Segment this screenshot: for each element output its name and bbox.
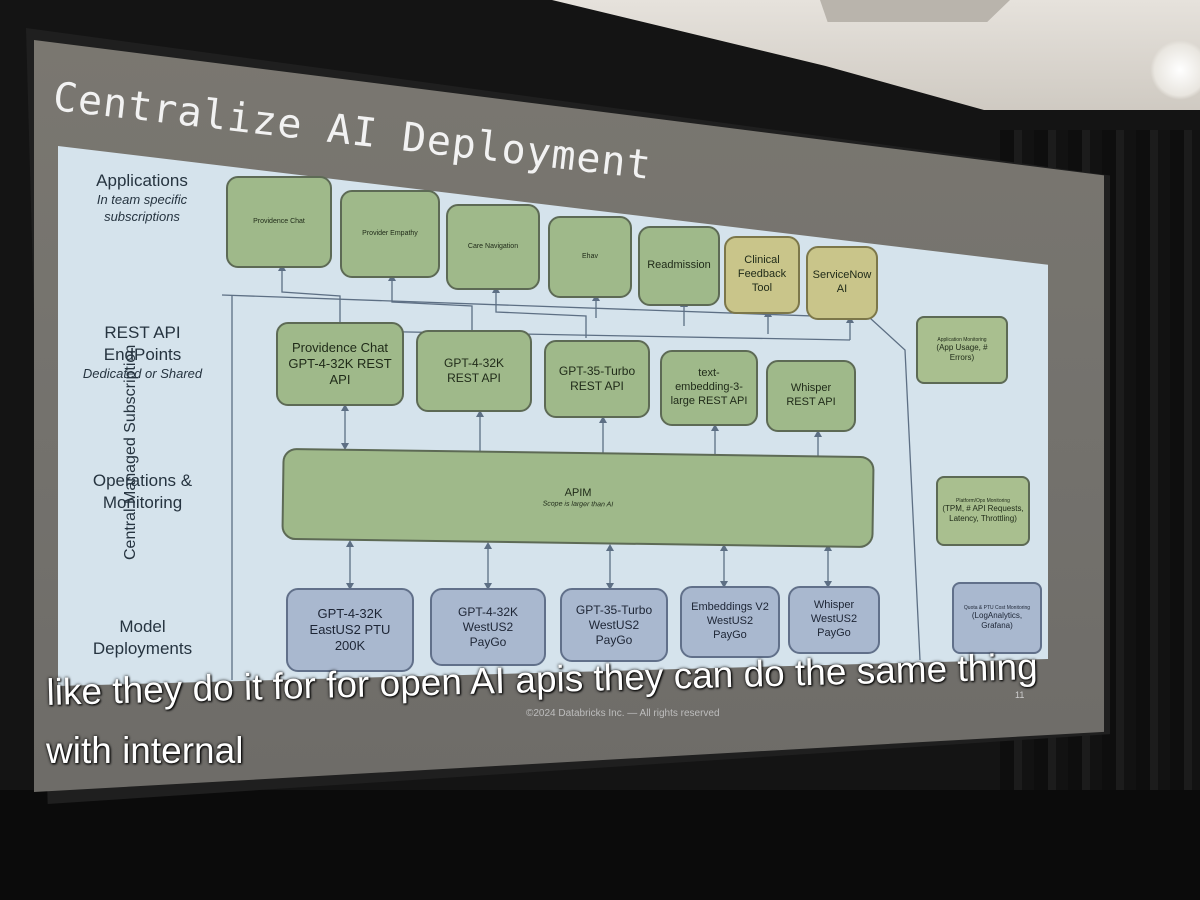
arrowhead	[346, 540, 354, 547]
arrowhead	[814, 430, 822, 437]
caption-line-2: with internal	[46, 730, 244, 771]
arrowhead	[484, 583, 492, 590]
row-subtitle-rest: Dedicated or Shared	[82, 366, 203, 382]
arrowhead	[341, 404, 349, 411]
app-label: Clinical Feedback Tool	[737, 254, 787, 294]
row-title-ops: Operations & Monitoring	[92, 471, 193, 513]
endpoint-label: GPT-35-Turbo REST API	[558, 364, 636, 393]
app-box-clinical-feedback-tool: Clinical Feedback Tool	[724, 236, 800, 314]
endpoint-providence-chat: Providence Chat GPT-4-32K REST API	[276, 322, 404, 406]
app-label: Providence Chat	[253, 217, 305, 225]
app-box-care-navigation: Care Navigation	[446, 204, 540, 290]
apim-title: APIM	[564, 486, 592, 499]
wire-app-2	[391, 278, 473, 330]
monitor-quota-cost: Quota & PTU Cost Monitoring (LogAnalytic…	[952, 582, 1042, 654]
ceiling-vent	[820, 0, 1010, 22]
monitor-detail: (LogAnalytics, Grafana)	[971, 611, 1023, 631]
row-subtitle-applications: In team specific subscriptions	[96, 192, 188, 224]
arrowhead	[484, 542, 492, 549]
arrowhead	[720, 544, 728, 551]
apim-box: APIM Scope is larger than AI	[281, 447, 875, 549]
arrowhead	[711, 424, 719, 431]
row-title-applications: Applications	[96, 171, 188, 190]
endpoint-gpt4-32k: GPT-4-32K REST API	[416, 330, 532, 412]
model-whisper-westus2: Whisper WestUS2 PayGo	[788, 586, 880, 654]
endpoint-gpt35-turbo: GPT-35-Turbo REST API	[544, 340, 650, 418]
arrowhead	[476, 410, 484, 417]
stage-floor	[0, 790, 1200, 900]
endpoint-whisper: Whisper REST API	[766, 360, 856, 432]
app-box-provider-empathy: Provider Empathy	[340, 190, 440, 278]
arrowhead	[824, 581, 832, 588]
model-embeddings-v2-westus2: Embeddings V2 WestUS2 PayGo	[680, 586, 780, 658]
monitor-detail: (TPM, # API Requests, Latency, Throttlin…	[942, 504, 1024, 524]
slide-page-number: 11	[1015, 690, 1025, 700]
row-title-rest: REST API EndPoints	[103, 323, 182, 365]
endpoint-label: text-embedding-3-large REST API	[670, 367, 748, 407]
endpoint-label: Providence Chat GPT-4-32K REST API	[288, 339, 392, 388]
row-label-models: Model Deployments	[80, 616, 205, 660]
monitor-application: Application Monitoring (App Usage, # Err…	[916, 316, 1008, 384]
row-title-models: Model Deployments	[92, 617, 193, 659]
slide-footer: ©2024 Databricks Inc. — All rights reser…	[526, 708, 720, 719]
row-label-rest: REST API EndPoints Dedicated or Shared	[70, 322, 215, 383]
wire-app-1	[281, 268, 341, 322]
model-label: Whisper WestUS2 PayGo	[810, 599, 858, 639]
endpoint-label: Whisper REST API	[786, 382, 836, 408]
endpoint-label: GPT-4-32K REST API	[443, 356, 505, 385]
arrowhead	[346, 583, 354, 590]
app-box-readmission: Readmission	[638, 226, 720, 306]
app-box-ehav: Ehav	[548, 216, 632, 298]
app-label: Care Navigation	[467, 242, 519, 250]
monitor-detail: (App Usage, # Errors)	[936, 343, 988, 363]
app-label: Provider Empathy	[362, 229, 418, 237]
arrowhead	[720, 581, 728, 588]
model-gpt4-32k-westus2: GPT-4-32K WestUS2 PayGo	[430, 588, 546, 666]
monitor-title: Application Monitoring	[937, 336, 987, 343]
model-label: GPT-35-Turbo WestUS2 PayGo	[575, 602, 653, 647]
wire-app-3	[495, 290, 587, 338]
subscription-boundary	[221, 294, 921, 661]
monitor-title: Platform/Ops Monitoring	[956, 497, 1010, 504]
apim-subtitle: Scope is larger than AI	[542, 500, 614, 508]
app-box-providence-chat: Providence Chat	[226, 176, 332, 268]
endpoint-text-embedding: text-embedding-3-large REST API	[660, 350, 758, 426]
monitor-title: Quota & PTU Cost Monitoring	[963, 604, 1031, 611]
model-label: Embeddings V2 WestUS2 PayGo	[691, 601, 769, 641]
app-label: ServiceNow AI	[812, 269, 872, 295]
ceiling-light	[1150, 40, 1200, 100]
model-label: GPT-4-32K EastUS2 PTU 200K	[309, 605, 391, 654]
row-label-ops: Operations & Monitoring	[80, 470, 205, 514]
arrowhead	[599, 416, 607, 423]
model-label: GPT-4-32K WestUS2 PayGo	[457, 604, 519, 649]
app-box-servicenow-ai: ServiceNow AI	[806, 246, 878, 320]
app-label: Ehav	[582, 252, 598, 260]
row-label-applications: Applications In team specific subscripti…	[72, 170, 212, 226]
arrowhead	[606, 544, 614, 551]
arrowhead	[341, 443, 349, 450]
monitor-platform-ops: Platform/Ops Monitoring (TPM, # API Requ…	[936, 476, 1030, 546]
app-label: Readmission	[647, 259, 711, 272]
model-gpt4-32k-eastus2: GPT-4-32K EastUS2 PTU 200K	[286, 588, 414, 672]
arrowhead	[606, 583, 614, 590]
model-gpt35-turbo-westus2: GPT-35-Turbo WestUS2 PayGo	[560, 588, 668, 662]
